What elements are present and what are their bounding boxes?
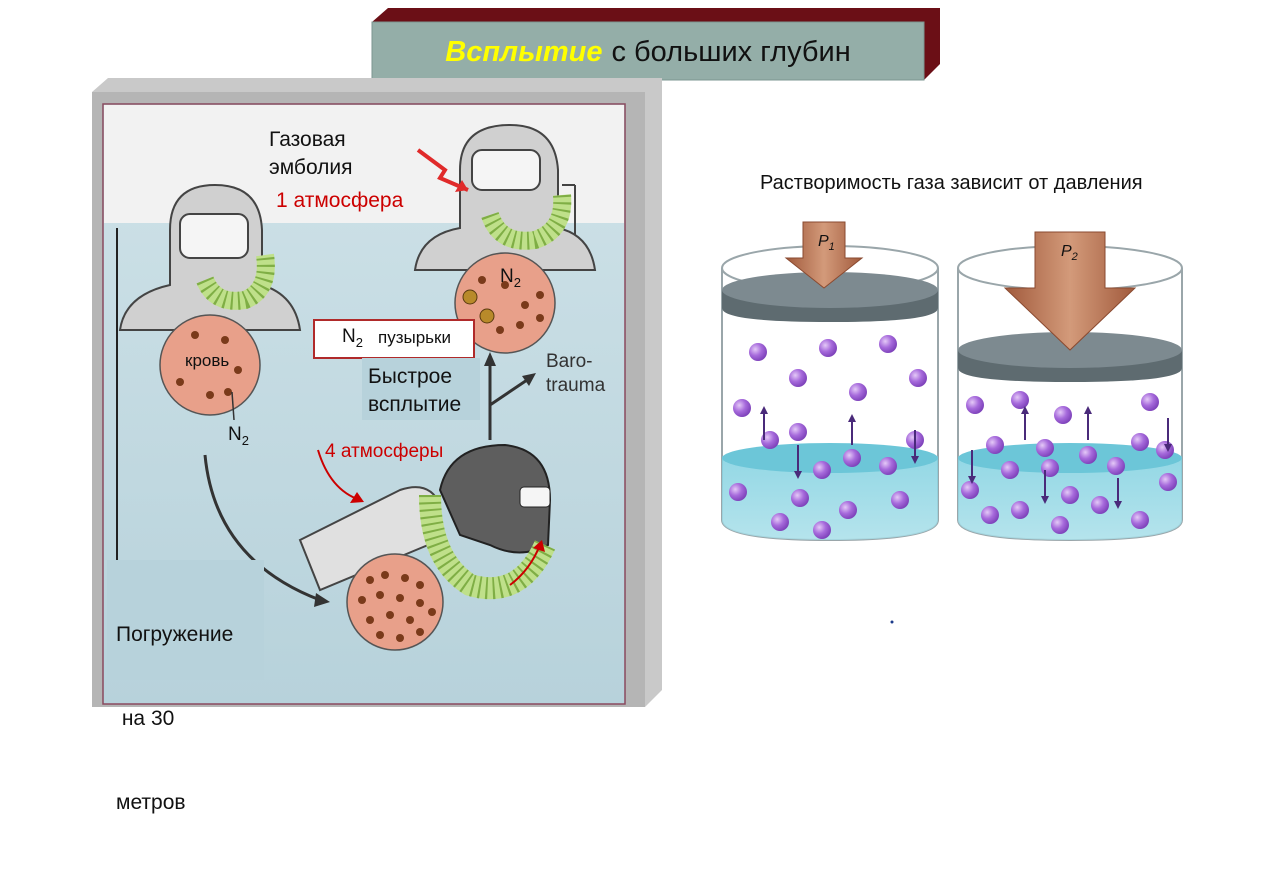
n2-box-symbol: N xyxy=(342,326,356,347)
gas-molecule xyxy=(1141,393,1159,411)
title-rest: с больших глубин xyxy=(612,36,851,69)
motion-arrowhead xyxy=(848,414,856,422)
n2-left-symbol: N xyxy=(228,424,242,445)
p1-symbol: P xyxy=(818,233,829,250)
gas-molecule xyxy=(789,369,807,387)
gas-molecule xyxy=(1051,516,1069,534)
gas-molecule xyxy=(819,339,837,357)
gas-molecule xyxy=(729,483,747,501)
bubbles-label: пузырьки xyxy=(378,328,451,348)
stray-dot xyxy=(891,621,894,624)
gas-molecule xyxy=(1131,511,1149,529)
title-emphasis: Всплытие xyxy=(445,36,602,69)
gas-molecule xyxy=(1001,461,1019,479)
fast-ascent-line2: всплытие xyxy=(368,391,461,419)
gas-molecule xyxy=(1131,433,1149,451)
slide: Всплытие с больших глубин Газовая эмболи… xyxy=(0,0,1280,720)
n2-left-sub: 2 xyxy=(242,433,249,448)
gas-molecule xyxy=(1011,501,1029,519)
p2-symbol: P xyxy=(1061,243,1072,260)
gas-molecule xyxy=(1061,486,1079,504)
blood-label: кровь xyxy=(185,351,229,371)
pressure-p1-label: P1 xyxy=(818,233,835,253)
descent-line3: метров xyxy=(116,789,233,817)
gas-molecule xyxy=(771,513,789,531)
fast-ascent-line1: Быстрое xyxy=(368,363,461,391)
gas-molecule xyxy=(879,335,897,353)
gas-molecule xyxy=(749,343,767,361)
gas-molecule xyxy=(891,491,909,509)
gas-molecule xyxy=(733,399,751,417)
gas-molecule xyxy=(966,396,984,414)
fast-ascent-label: Быстрое всплытие xyxy=(368,363,461,419)
gas-molecule xyxy=(813,521,831,539)
gas-molecule xyxy=(839,501,857,519)
n2-left-label: N2 xyxy=(228,424,249,448)
n2-box-sub: 2 xyxy=(356,335,363,350)
gas-molecule xyxy=(843,449,861,467)
solubility-caption: Растворимость газа зависит от давления xyxy=(760,172,1143,195)
descent-line1: Погружение xyxy=(116,621,233,649)
gas-molecule xyxy=(909,369,927,387)
gas-molecule xyxy=(1107,457,1125,475)
n2-box-label: N2 xyxy=(342,326,363,350)
gas-molecule xyxy=(1041,459,1059,477)
gas-embolism-line2: эмболия xyxy=(269,154,353,182)
gas-molecule xyxy=(1156,441,1174,459)
cylinder-left xyxy=(722,222,938,540)
n2-top-sub: 2 xyxy=(514,275,521,290)
gas-molecule xyxy=(789,423,807,441)
four-atmospheres-label: 4 атмосферы xyxy=(325,441,443,463)
descent-line2: на 30 xyxy=(116,705,233,733)
gas-molecule xyxy=(791,489,809,507)
barotrauma-label: Baro- trauma xyxy=(546,350,605,398)
gas-molecule xyxy=(1159,473,1177,491)
gas-embolism-line1: Газовая xyxy=(269,126,353,154)
gas-molecule xyxy=(879,457,897,475)
gas-molecule xyxy=(1091,496,1109,514)
barotrauma-line1: Baro- xyxy=(546,350,605,374)
pressure-p2-label: P2 xyxy=(1061,243,1078,263)
one-atmosphere-label: 1 атмосфера xyxy=(276,189,403,213)
motion-arrowhead xyxy=(1084,406,1092,414)
motion-arrowhead xyxy=(760,406,768,414)
gas-molecule xyxy=(986,436,1004,454)
gas-molecule xyxy=(1036,439,1054,457)
gas-molecule xyxy=(813,461,831,479)
gas-molecule xyxy=(849,383,867,401)
barotrauma-line2: trauma xyxy=(546,374,605,398)
descent-label: Погружение на 30 метров xyxy=(116,565,233,873)
n2-top-symbol: N xyxy=(500,266,514,287)
gas-molecule xyxy=(1011,391,1029,409)
p2-sub: 2 xyxy=(1072,251,1078,263)
gas-molecule xyxy=(1079,446,1097,464)
gas-molecule xyxy=(981,506,999,524)
gas-molecule xyxy=(1054,406,1072,424)
slide-title: Всплытие с больших глубин xyxy=(372,24,924,80)
gas-embolism-label: Газовая эмболия xyxy=(269,126,353,182)
gas-molecule xyxy=(961,481,979,499)
p1-sub: 1 xyxy=(829,241,835,253)
n2-top-label: N2 xyxy=(500,266,521,290)
